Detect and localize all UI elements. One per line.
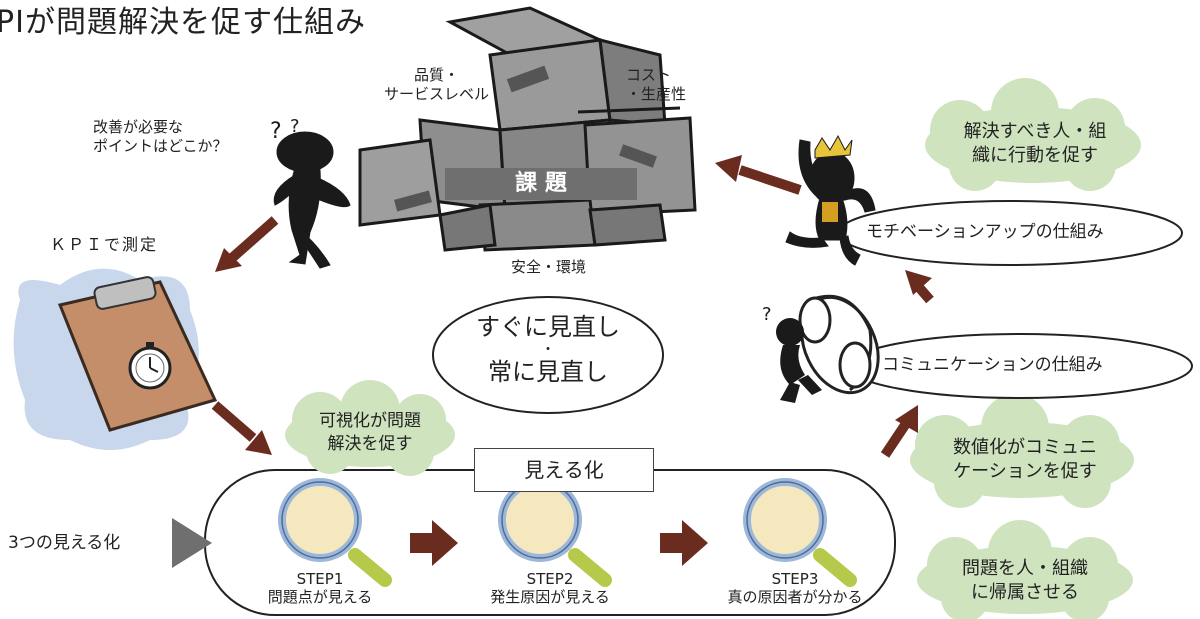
phone-figure-icon: ? — [762, 294, 880, 403]
svg-text:?: ? — [762, 304, 772, 325]
safety-label: 安全・環境 — [511, 258, 587, 276]
step-arrow — [660, 520, 708, 566]
arrow-up-motivation — [905, 270, 934, 304]
thinking-figure-icon: ? ? — [270, 116, 351, 269]
cloud-action — [925, 78, 1141, 191]
cloud-attribute-text: 問題を人・組織 に帰属させる — [962, 558, 1088, 604]
magnifier-icon — [278, 478, 392, 587]
cloud-visualization — [285, 380, 455, 476]
cloud-numeric-text: 数値化がコミュニ ケーションを促す — [953, 437, 1097, 483]
cloud-visualization-text: 可視化が問題 解決を促す — [319, 411, 421, 454]
three-visualization-label: 3つの見える化 — [8, 533, 121, 553]
improvement-question: 改善が必要な ポイントはどこか？ — [93, 118, 228, 155]
cloud-numeric — [910, 394, 1134, 508]
svg-text:?: ? — [290, 116, 300, 137]
review-always-text: 常に見直し — [488, 358, 608, 387]
step-2-name: STEP2 — [526, 570, 574, 588]
step-1-name: STEP1 — [296, 570, 344, 588]
issue-center-label: 課 題 — [515, 171, 567, 196]
stopwatch-icon — [128, 342, 172, 390]
review-dot: ・ — [541, 342, 555, 359]
arrow-to-visualization — [211, 401, 272, 455]
issue-boxes-illustration — [358, 6, 697, 252]
arrow-up-communication — [880, 405, 918, 458]
cost-label: コスト ・生産性 — [626, 66, 687, 103]
magnifier-icon — [743, 478, 857, 587]
center-oval-text: すぐに見直し ・ 常に見直し — [433, 312, 663, 388]
cloud-action-text: 解決すべき人・組 織に行動を促す — [963, 121, 1107, 167]
triangle-pointer-icon — [172, 518, 212, 568]
visualization-header-box: 見える化 — [474, 448, 654, 492]
review-now-text: すぐに見直し — [476, 313, 620, 341]
arrow-to-issue — [715, 155, 802, 195]
visualization-header: 見える化 — [524, 458, 604, 482]
cheering-figure-icon — [785, 134, 876, 266]
step-3-desc: 真の原因者が分かる — [727, 588, 863, 606]
step-2-desc: 発生原因が見える — [490, 588, 610, 606]
cloud-attribute — [917, 520, 1133, 619]
step-3-name: STEP3 — [771, 570, 819, 588]
arrow-to-kpi — [215, 216, 279, 272]
communication-mechanism-label: コミュニケーションの仕組み — [882, 355, 1103, 375]
quality-label: 品質・ サービスレベル — [384, 66, 490, 103]
kpi-measure-label: ＫＰＩで測定 — [50, 235, 159, 254]
step-3: STEP3 真の原因者が分かる — [715, 570, 875, 606]
page-title: PIが問題解決を促す仕組み — [0, 5, 366, 40]
step-arrow — [410, 520, 458, 566]
step-2: STEP2 発生原因が見える — [475, 570, 625, 606]
clipboard-icon — [13, 268, 218, 450]
center-oval — [432, 296, 664, 414]
step-1-desc: 問題点が見える — [267, 588, 373, 606]
svg-text:?: ? — [270, 119, 282, 144]
step-1: STEP1 問題点が見える — [250, 570, 390, 606]
motivation-mechanism-label: モチベーションアップの仕組み — [866, 222, 1104, 242]
